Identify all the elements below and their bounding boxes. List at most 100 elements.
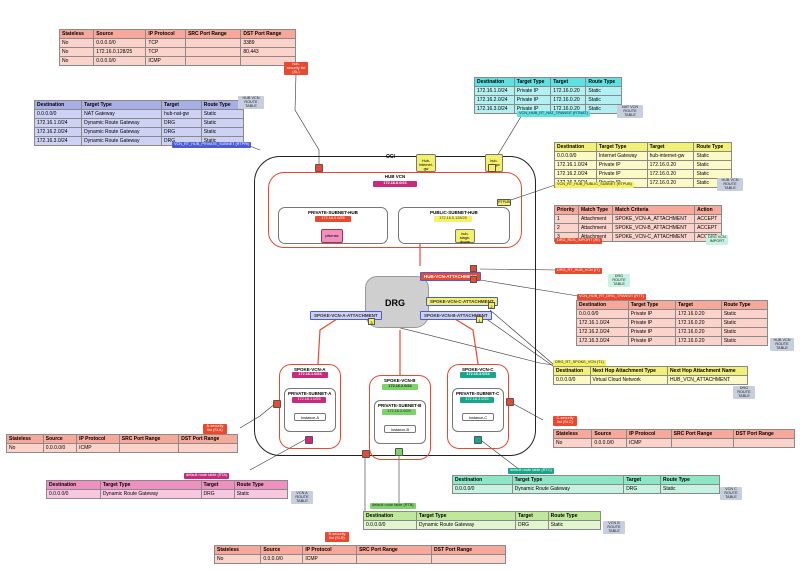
attach-num-2: 2	[488, 302, 495, 309]
cell: Private IP	[595, 160, 648, 170]
wire-drg-c	[449, 315, 479, 365]
cell: Static	[585, 86, 622, 96]
cell: TCP	[145, 47, 187, 57]
col-stateless: Stateless	[213, 545, 262, 555]
cell: 172.16.2.0/24	[554, 169, 597, 179]
col-protocol: IP Protocol	[302, 545, 358, 555]
cell: 3389	[240, 38, 296, 48]
drg-label: DRG	[385, 298, 405, 308]
col-target: Target	[514, 511, 549, 521]
col-stateless: Stateless	[552, 429, 593, 439]
hub-sl-badge	[315, 164, 323, 172]
drg-rt-spoke-label: DRG_RT_SPOKE_VCN (T1)	[553, 360, 606, 366]
cell: Static	[693, 160, 732, 170]
cell	[240, 56, 296, 66]
cell: DRG	[514, 520, 549, 530]
cell: ICMP	[76, 443, 120, 453]
hub-security-list-table: Stateless Source IP Protocol SRC Port Ra…	[58, 29, 296, 66]
cell	[185, 56, 242, 66]
wire-sl-a	[239, 402, 277, 429]
hub-vcn-cidr: 172.16.0.0/24	[373, 181, 417, 187]
cell: ICMP	[626, 438, 672, 448]
wire-drg-a	[317, 316, 341, 365]
col-protocol: IP Protocol	[145, 29, 187, 39]
wire-drg-transit	[473, 278, 579, 297]
cell: TCP	[145, 38, 187, 48]
cell: 172.16.3.0/24	[474, 104, 515, 114]
public-subnet-hub-title: PUBLIC-SUBNET-HUB	[430, 210, 478, 215]
col-priority: Priority	[554, 205, 579, 215]
cell: 0.0.0.0/0	[554, 151, 597, 161]
col-source: Source	[260, 545, 304, 555]
cell: ICMP	[145, 56, 187, 66]
stage-drone-host: hub-stage-drone	[455, 229, 475, 244]
hub-vcn	[268, 172, 522, 248]
cell: 0.0.0.0/0	[363, 520, 417, 530]
cell: Static	[200, 109, 245, 119]
col-dst-port: DST Port Range	[431, 545, 506, 555]
rt-a-label: default route table (RTA)	[184, 473, 230, 479]
cell: HUB_VCN_ATTACHMENT	[666, 375, 749, 385]
cell: 172.16.0.20	[550, 86, 587, 96]
cell: 172.16.1.0/24	[576, 318, 629, 328]
cell: 172.16.2.0/24	[576, 327, 629, 337]
cell: Dynamic Route Gateway	[415, 520, 516, 530]
wire-spoke-b	[477, 312, 554, 367]
col-protocol: IP Protocol	[626, 429, 672, 439]
cell: ACCEPT	[694, 214, 722, 224]
cell	[670, 438, 734, 448]
spoke-c-attachment: SPOKE-VCN-C-ATTACHMENT	[426, 297, 498, 306]
private-subnet-c-title: PRIVATE-SUBNET-C	[456, 391, 500, 396]
cell: 172.16.3.0/24	[33, 136, 83, 146]
private-subnet-b-title: PRIVATE-SUBNET-B	[378, 403, 422, 408]
rtb-badge	[395, 448, 403, 456]
col-target-type: Target Type	[627, 300, 677, 310]
col-target-type: Target Type	[511, 475, 625, 485]
spoke-vcn-b-title: SPOKE-VCN-B	[384, 378, 416, 383]
cell: Private IP	[627, 327, 677, 337]
rt-b-label: default route table (RTB)	[370, 503, 416, 509]
private-subnet-hub-cidr: 172.16.0.0/25	[315, 216, 351, 222]
cell: SPOKE_VCN-A_ATTACHMENT	[612, 214, 696, 224]
pfsense-host: pfsense	[321, 229, 343, 243]
cell: 172.16.0.20	[550, 95, 587, 105]
cell: hub-internet-gw	[646, 151, 695, 161]
rt-c-small-label: VCN C ROUTE TABLE	[720, 487, 742, 501]
cell	[185, 38, 242, 48]
cell: Static	[547, 520, 602, 530]
cell: Private IP	[595, 169, 648, 179]
cell: 0.0.0.0/0	[93, 56, 147, 66]
spoke-vcn-a-cidr: 172.16.1.0/24	[292, 372, 328, 378]
col-destination: Destination	[363, 511, 417, 521]
col-destination: Destination	[554, 142, 597, 152]
cell: Static	[693, 151, 732, 161]
cell: 0.0.0.0/0	[553, 375, 591, 385]
hub-vcn-attachment: HUB-VCN-ATTACHMENT	[420, 272, 481, 281]
spoke-vcn-b	[369, 375, 431, 460]
sl-b-badge	[362, 450, 370, 458]
col-target: Target	[646, 142, 695, 152]
cell: 172.16.0.20	[675, 318, 722, 328]
drg-import-label: DRG_RDS_IMPORT (RI)	[555, 238, 602, 244]
hub-private-rt-label: VCN_RT_HUB_PRIVATE_SUBNET (RTPRI)	[172, 142, 252, 148]
cell: Static	[585, 95, 622, 105]
spoke-vcn-a-title: SPOKE-VCN-A	[294, 367, 326, 372]
